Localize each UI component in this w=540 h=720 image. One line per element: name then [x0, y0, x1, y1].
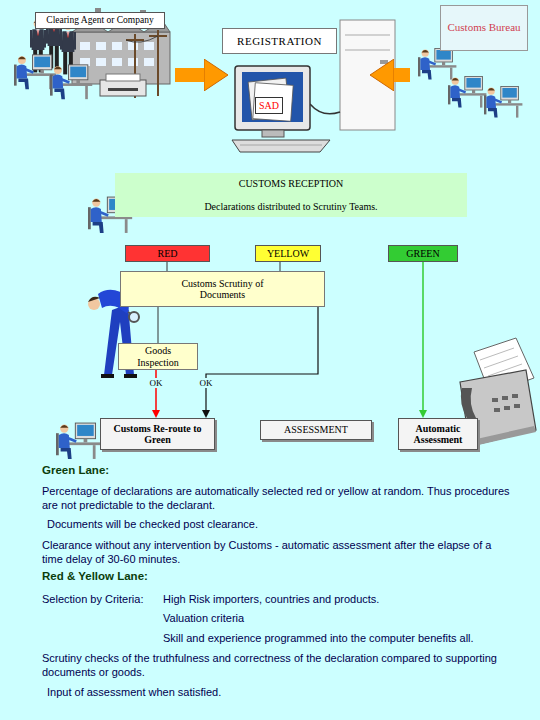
- factory-building: [144, 42, 154, 50]
- power-pole: [126, 36, 158, 42]
- server-cabinet: [340, 20, 395, 130]
- fax-machine: [461, 388, 476, 420]
- inspector-figure: [124, 374, 137, 378]
- agent-group: Clearing Agent or Company: [15, 8, 175, 108]
- power-pole: [157, 30, 159, 96]
- node-text: Customs Bureau: [440, 5, 528, 51]
- inspector-figure: [128, 312, 131, 314]
- connector: [422, 262, 424, 410]
- inspector-figure: [129, 312, 139, 322]
- node-text: ASSESSMENT: [284, 424, 348, 436]
- factory-building: [128, 42, 138, 50]
- fax-machine: [492, 398, 498, 402]
- fax-machine: [504, 406, 510, 410]
- office-group: Customs Bureau: [410, 3, 535, 113]
- connector: [167, 262, 168, 271]
- reception-band: CUSTOMS RECEPTION Declarations distribute…: [115, 173, 467, 217]
- printer: [108, 88, 138, 91]
- process-box: Customs Re-route to Green: [100, 418, 215, 450]
- note-text: Clearance without any intervention by Cu…: [42, 538, 504, 566]
- note-text: Percentage of declarations are automatic…: [42, 484, 510, 512]
- factory-building: [128, 58, 138, 66]
- process-box: Goods Inspection: [118, 343, 198, 370]
- computer-group: SAD: [228, 58, 370, 153]
- note-text: Valuation criteria: [163, 611, 533, 625]
- connector: [155, 370, 157, 410]
- node-text: Goods Inspection: [129, 345, 187, 368]
- section-heading: Red & Yellow Lane:: [42, 570, 242, 582]
- factory-building: [144, 58, 154, 66]
- printer: [100, 74, 146, 96]
- connector: [206, 307, 318, 410]
- inspector-figure: [101, 374, 114, 378]
- connector: [158, 307, 159, 343]
- computer: [242, 72, 303, 122]
- note-text: High Risk importers, countries and produ…: [163, 592, 533, 606]
- factory-building: [112, 42, 122, 50]
- node-text: YELLOW: [267, 248, 309, 260]
- computer: [253, 83, 293, 122]
- node-text: Declarations distributed to Scrutiny Tea…: [115, 201, 467, 212]
- process-box: Automatic Assessment: [398, 418, 478, 450]
- process-box: Customs Scrutiny of Documents: [120, 271, 325, 307]
- agent-worker: [14, 55, 56, 89]
- customs-worker: [484, 86, 522, 117]
- server-cabinet: [310, 104, 340, 114]
- node-text: Clearing Agent or Company: [35, 12, 165, 29]
- computer: [232, 140, 330, 152]
- server-cabinet: [345, 35, 390, 36]
- node-text: Customs Re-route to Green: [104, 423, 212, 446]
- process-box: ASSESSMENT: [260, 420, 372, 440]
- printer: [100, 80, 146, 96]
- node-text: CUSTOMS RECEPTION: [115, 178, 467, 189]
- computer: [240, 145, 322, 146]
- printer: [106, 74, 140, 81]
- connector: [175, 68, 204, 82]
- server-cabinet: [380, 60, 388, 64]
- customs-worker: [448, 76, 486, 107]
- factory-building: [80, 42, 90, 50]
- computer: [235, 66, 310, 130]
- connector: [280, 262, 281, 271]
- note-text: Skill and experience programmed into the…: [163, 631, 533, 645]
- server-cabinet: [345, 50, 390, 51]
- computer: [262, 130, 284, 137]
- lane-box: GREEN: [388, 245, 458, 262]
- factory-building: [96, 42, 106, 50]
- agent-worker: [50, 65, 92, 99]
- fax-machine: [512, 394, 518, 398]
- factory-building: [96, 58, 106, 66]
- connector: [394, 68, 410, 82]
- node-text: REGISTRATION: [237, 35, 322, 48]
- lane-box: YELLOW: [255, 245, 321, 262]
- edge-label: OK: [199, 378, 214, 388]
- node-text: SAD: [255, 97, 283, 114]
- factory-building: [112, 58, 122, 66]
- fax-machine: [502, 396, 508, 400]
- fax-machine: [472, 426, 536, 446]
- customs-worker: [418, 48, 456, 79]
- fax-machine: [514, 404, 520, 408]
- edge-label: OK: [149, 378, 164, 388]
- note-text: Documents will be checked post clearance…: [47, 517, 507, 531]
- section-heading: Green Lane:: [42, 464, 242, 476]
- process-box: REGISTRATION: [222, 28, 337, 54]
- node-text: Customs Scrutiny of Documents: [165, 278, 280, 301]
- inspector-figure: [88, 297, 100, 302]
- reroute-worker: [56, 423, 100, 459]
- node-text: Automatic Assessment: [401, 423, 475, 446]
- note-text: Input of assessment when satisfied.: [47, 685, 507, 699]
- node-text: RED: [158, 248, 178, 260]
- fax-machine: [494, 408, 500, 412]
- note-text: Scrutiny checks of the truthfulness and …: [42, 651, 510, 679]
- computer: [232, 66, 330, 152]
- note-text: Selection by Criteria:: [42, 592, 162, 606]
- lane-box: RED: [125, 245, 210, 262]
- node-text: GREEN: [406, 248, 439, 260]
